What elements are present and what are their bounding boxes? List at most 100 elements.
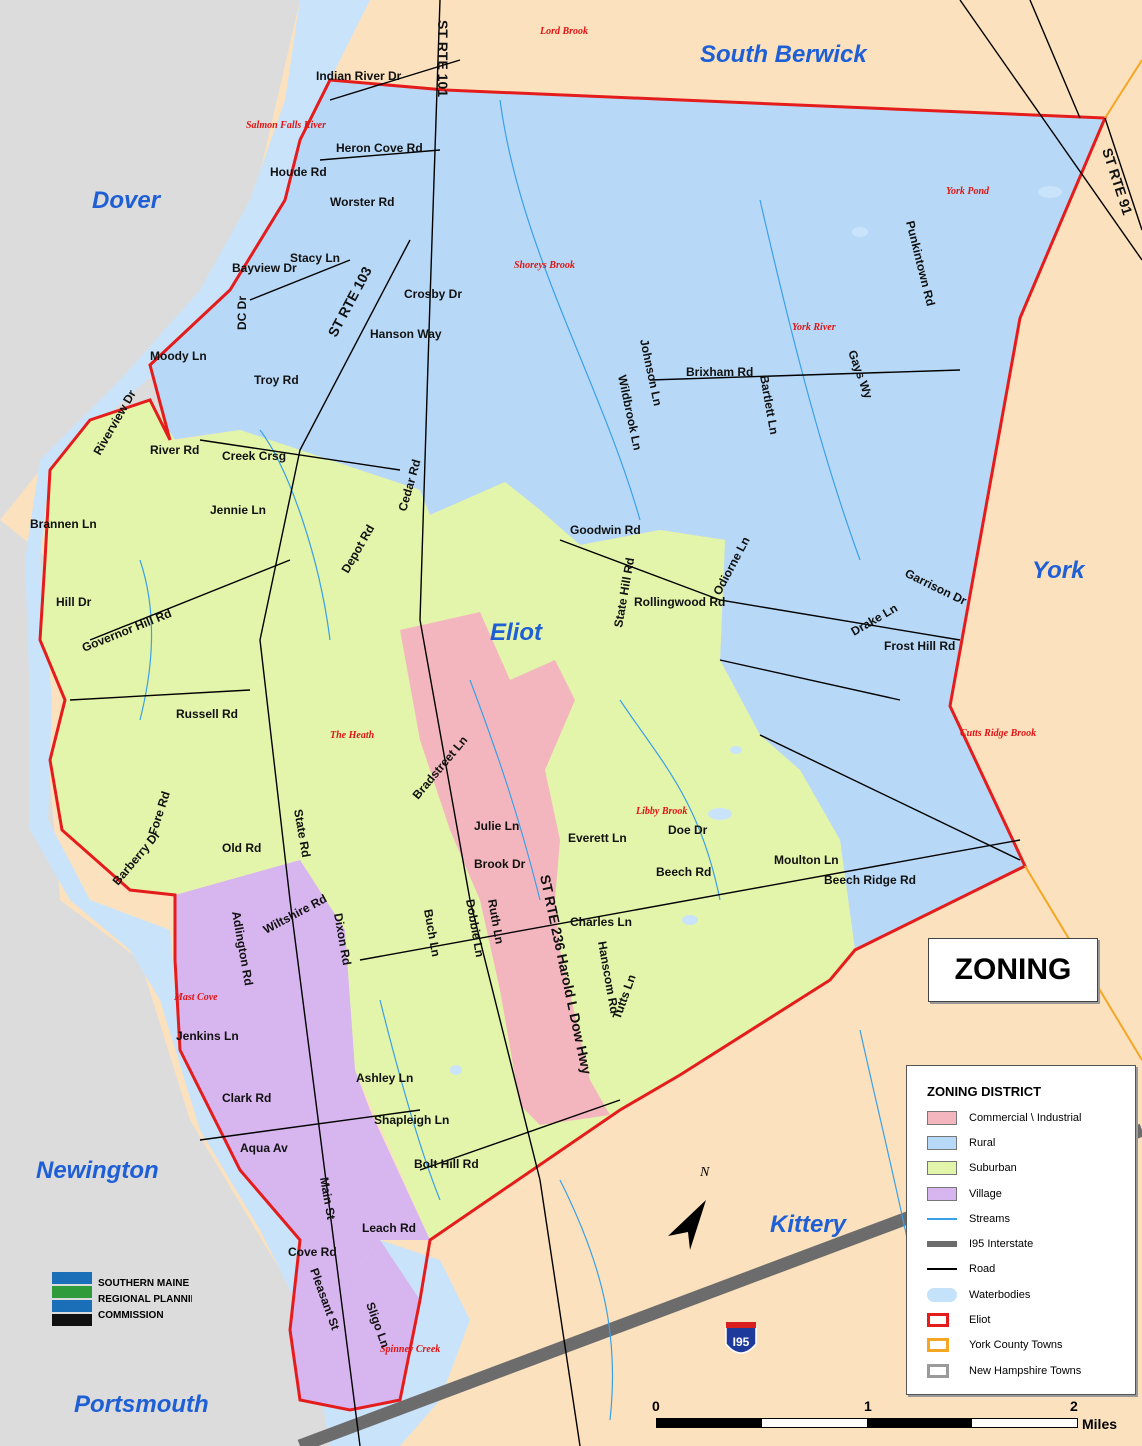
swatch <box>927 1217 957 1220</box>
road-label: Jennie Ln <box>210 503 266 517</box>
nh-land-south <box>0 520 330 1446</box>
scale-tick-0: 0 <box>652 1398 660 1414</box>
scale-tick-2: 2 <box>1070 1398 1078 1414</box>
road-label: Worster Rd <box>330 195 394 209</box>
road-label: Leach Rd <box>362 1221 416 1235</box>
legend-item-road: Road <box>907 1257 1135 1282</box>
svg-text:I95: I95 <box>733 1335 750 1349</box>
label-salmon-falls-river: Salmon Falls River <box>246 120 326 131</box>
road-label: Shapleigh Ln <box>374 1113 449 1127</box>
scale-unit: Miles <box>1082 1416 1118 1432</box>
road-label: Julie Ln <box>474 819 519 833</box>
road-label: Indian River Dr <box>316 69 402 83</box>
map-title: ZONING <box>928 938 1098 1002</box>
swatch <box>927 1313 949 1328</box>
legend-item-eliot: Eliot <box>907 1307 1135 1332</box>
label-libby-brook: Libby Brook <box>635 806 687 817</box>
road-label: Frost Hill Rd <box>884 639 955 653</box>
road-label: Hill Dr <box>56 595 92 609</box>
road-label: Brannen Ln <box>30 517 97 531</box>
town-portsmouth: Portsmouth <box>74 1391 209 1418</box>
piscataqua-river <box>25 0 470 1446</box>
road-label: Brixham Rd <box>686 365 753 379</box>
road-label: Aqua Av <box>240 1141 288 1155</box>
swatch <box>927 1363 949 1378</box>
road-label: Jenkins Ln <box>176 1029 239 1043</box>
legend-item-rural: Rural <box>907 1130 1135 1155</box>
zone-rural[interactable] <box>150 80 1105 950</box>
label-lord-brook: Lord Brook <box>539 26 588 37</box>
road-label: Moulton Ln <box>774 853 839 867</box>
legend-item-nh-towns: New Hampshire Towns <box>907 1358 1135 1383</box>
road-label: Houde Rd <box>270 165 327 179</box>
nh-land-north <box>0 0 300 520</box>
legend-item-i95: I95 Interstate <box>907 1231 1135 1256</box>
label-st-rte-101: ST RTE 101 <box>435 20 451 97</box>
label-cutts-ridge-brook: Cutts Ridge Brook <box>960 728 1036 739</box>
label-the-heath: The Heath <box>330 730 375 741</box>
road-label: Goodwin Rd <box>570 523 641 537</box>
town-south-berwick: South Berwick <box>700 41 868 68</box>
logo-line-2: REGIONAL PLANNING <box>98 1294 192 1305</box>
swatch <box>927 1186 957 1201</box>
road-label: Ashley Ln <box>356 1071 413 1085</box>
swatch <box>927 1161 957 1176</box>
road-label: Troy Rd <box>254 373 299 387</box>
road-label: Heron Cove Rd <box>336 141 423 155</box>
road-label: DC Dr <box>235 296 249 330</box>
legend-item-commercial: Commercial \ Industrial <box>907 1105 1135 1130</box>
zone-village-south[interactable] <box>290 1240 420 1410</box>
road-label: Old Rd <box>222 841 261 855</box>
town-eliot: Eliot <box>490 619 543 646</box>
svg-text:N: N <box>699 1165 710 1180</box>
road-label: Beech Rd <box>656 865 711 879</box>
road-label: Hanson Way <box>370 327 442 341</box>
legend-item-streams: Streams <box>907 1206 1135 1231</box>
scale-bar-track <box>656 1418 1078 1428</box>
road-label: Charles Ln <box>570 915 632 929</box>
legend: ZONING DISTRICT Commercial \ Industrial … <box>906 1065 1136 1395</box>
road-label: Brook Dr <box>474 857 526 871</box>
zone-village[interactable] <box>175 860 430 1290</box>
swatch <box>927 1110 957 1125</box>
legend-item-village: Village <box>907 1181 1135 1206</box>
road-label: Bayview Dr <box>232 261 297 275</box>
swatch <box>927 1287 957 1302</box>
swatch <box>927 1241 957 1248</box>
town-dover: Dover <box>92 187 162 214</box>
waterbodies <box>450 186 1062 1075</box>
logo-line-3: COMMISSION <box>98 1310 164 1321</box>
town-york: York <box>1032 557 1086 584</box>
road-label: Rollingwood Rd <box>634 595 725 609</box>
york-land-east <box>1030 640 1142 760</box>
town-kittery: Kittery <box>770 1211 848 1238</box>
smrpc-logo: SOUTHERN MAINE REGIONAL PLANNING COMMISS… <box>52 1272 192 1326</box>
legend-item-waterbodies: Waterbodies <box>907 1282 1135 1307</box>
road-label: Cove Rd <box>288 1245 337 1259</box>
road-label: Everett Ln <box>568 831 627 845</box>
road-label: Doe Dr <box>668 823 708 837</box>
swatch <box>927 1268 957 1271</box>
label-york-river: York River <box>792 322 836 333</box>
logo-line-1: SOUTHERN MAINE <box>98 1278 189 1289</box>
north-arrow: N <box>668 1165 710 1250</box>
road-label: Russell Rd <box>176 707 238 721</box>
road-label: River Rd <box>150 443 199 457</box>
roads <box>69 0 1142 1446</box>
legend-item-york-county: York County Towns <box>907 1333 1135 1358</box>
i95-shield: I95 <box>725 1322 757 1354</box>
scale-bar: 0 1 2 Miles <box>640 1398 1140 1442</box>
road-label: Crosby Dr <box>404 287 462 301</box>
scale-tick-1: 1 <box>864 1398 872 1414</box>
label-mast-cove: Mast Cove <box>173 992 218 1003</box>
legend-item-suburban: Suburban <box>907 1156 1135 1181</box>
label-spinney-creek: Spinney Creek <box>380 1344 440 1355</box>
zone-commercial-industrial[interactable] <box>400 612 610 1125</box>
county-boundary-ne <box>1104 59 1142 119</box>
road-label: Stacy Ln <box>290 251 340 265</box>
label-shoreys-brook: Shoreys Brook <box>514 260 575 271</box>
town-newington: Newington <box>36 1157 159 1184</box>
road-label: Moody Ln <box>150 349 207 363</box>
road-label: Beech Ridge Rd <box>824 873 916 887</box>
